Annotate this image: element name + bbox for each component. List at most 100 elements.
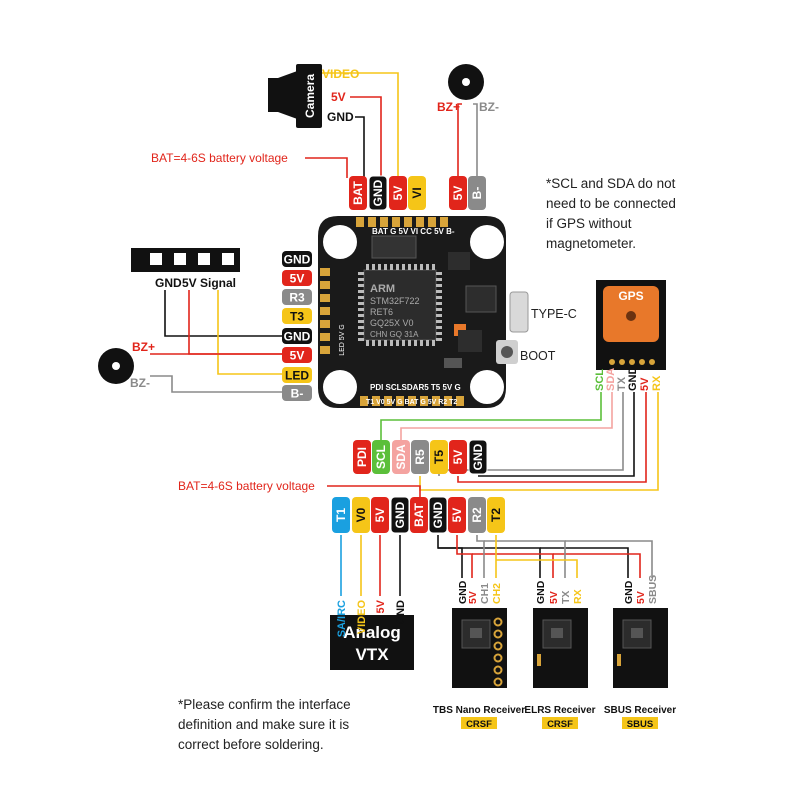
camera-video-label: VIDEO [322,67,359,81]
mcu-pin [408,264,411,270]
left-4-pad [282,328,312,344]
receiver-pin [493,617,503,627]
rx2-rx-wire [496,559,578,578]
bottom1-0-pad [353,440,371,474]
camera-5v-label: 5V [331,90,346,104]
footer-note: *Please confirm the interface definition… [178,695,418,755]
camera-video-wire [322,72,399,178]
gps-label: GPS [618,289,643,303]
receiver-protocol: SBUS [627,719,653,730]
left-0-pad-label: GND [284,253,311,267]
camera-lens [268,70,300,120]
board-silk-bottom2: T1 V0 5V G BAT G 5V R2 T2 [366,399,457,406]
gps-note: *SCL and SDA do not need to be connected… [546,174,746,254]
vtx-wire-label: VIDEO [356,600,368,635]
mcu-pin [366,340,369,346]
gold-pad [320,281,330,289]
mcu-pin [420,264,423,270]
gold-pad [320,268,330,276]
rx3-gnd-wire [540,547,629,578]
led-signal-wire [217,290,284,375]
left-5-pad-label: 5V [290,349,305,363]
bottom2-4-pad [410,497,428,533]
vtx-title: Analog [343,623,401,642]
gold-pad [420,396,428,406]
buzzer-left-pos-label: BZ+ [132,340,155,354]
gold-pad [456,396,464,406]
gold-pad [396,396,404,406]
left-3-pad-label: T3 [290,310,304,324]
gps-wire-label: TX [616,376,628,391]
gold-pad [380,217,388,227]
gps-gnd-wire [478,392,635,477]
receiver-wire-label: RX [572,589,584,604]
mcu-pin [436,308,442,311]
mcu-pin [402,340,405,346]
gps-note-line: need to be connected [546,196,676,211]
bottom1-4-pad-label: T5 [432,450,446,464]
bottom1-1-pad-label: SCL [374,445,388,469]
mcu-pin [358,284,364,287]
left-7-pad [282,385,312,401]
top-vi-pad [408,176,426,210]
gps-wire-label: 5V [639,377,651,391]
gyro-chip [465,285,497,313]
bottom2-1-pad [352,497,370,533]
mcu-pin [436,302,442,305]
gps-note-line: *SCL and SDA do not [546,176,676,191]
receiver-chip [461,619,491,649]
board-silk-bottom: PDI SCLSDAR5 T5 5V G [370,383,461,392]
left-7-pad-label: B- [291,387,304,401]
bottom1-3-pad [411,440,429,474]
gold-pad [356,217,364,227]
bottom1-6-pad [468,439,488,475]
gps-wire-label: GND [627,367,639,392]
bottom1-1-pad [372,440,390,474]
chip-text: GQ25X V0 [370,318,414,328]
gps-sda-wire [400,392,613,440]
buzzer-top-neg-label: BZ- [479,100,499,114]
gps-pin [619,359,625,365]
vtx-wire-label: SA/IRC [336,600,348,637]
mcu-pin [358,320,364,323]
gold-pad [320,294,330,302]
bottom2-7-pad [468,497,486,533]
boot-label: BOOT [520,349,556,363]
bottom2-6-pad-label: 5V [450,508,464,523]
buzzer-top-5v-pad [449,176,467,210]
bottom1-4-pad [430,440,448,474]
rx3-5v-wire [553,553,641,578]
receiver-protocol: CRSF [466,719,492,730]
type-c-label: TYPE-C [531,307,577,321]
vtx-title: VTX [355,645,389,664]
mcu-pin [358,338,364,341]
gold-pad [320,346,330,354]
capacitor [444,358,462,368]
gps-pin [609,359,615,365]
mcu-pin [358,314,364,317]
boot-button-cap [501,346,513,358]
buzzer-top-bneg-pad-label: B- [470,187,484,200]
mcu-pin [378,340,381,346]
gps-note-line: magnetometer. [546,236,637,251]
mcu-pin [436,326,442,329]
bottom2-8-pad-label: T2 [489,508,503,522]
mcu-pin [358,308,364,311]
gps-pin [649,359,655,365]
gps-scl-wire [380,392,602,440]
left-bz-neg-wire [150,375,284,393]
bottom1-5-pad [449,440,467,474]
gold-pad [384,396,392,406]
mcu-pin [358,326,364,329]
gps-5v-wire [457,392,647,483]
camera-body [296,64,322,128]
gps-pin [639,359,645,365]
mounting-hole [470,225,504,259]
mounting-hole [323,370,357,404]
receiver-chip-core [631,628,643,638]
mcu-pin [436,272,442,275]
receiver-wire-label: CH2 [491,583,503,604]
mcu-pin [414,264,417,270]
